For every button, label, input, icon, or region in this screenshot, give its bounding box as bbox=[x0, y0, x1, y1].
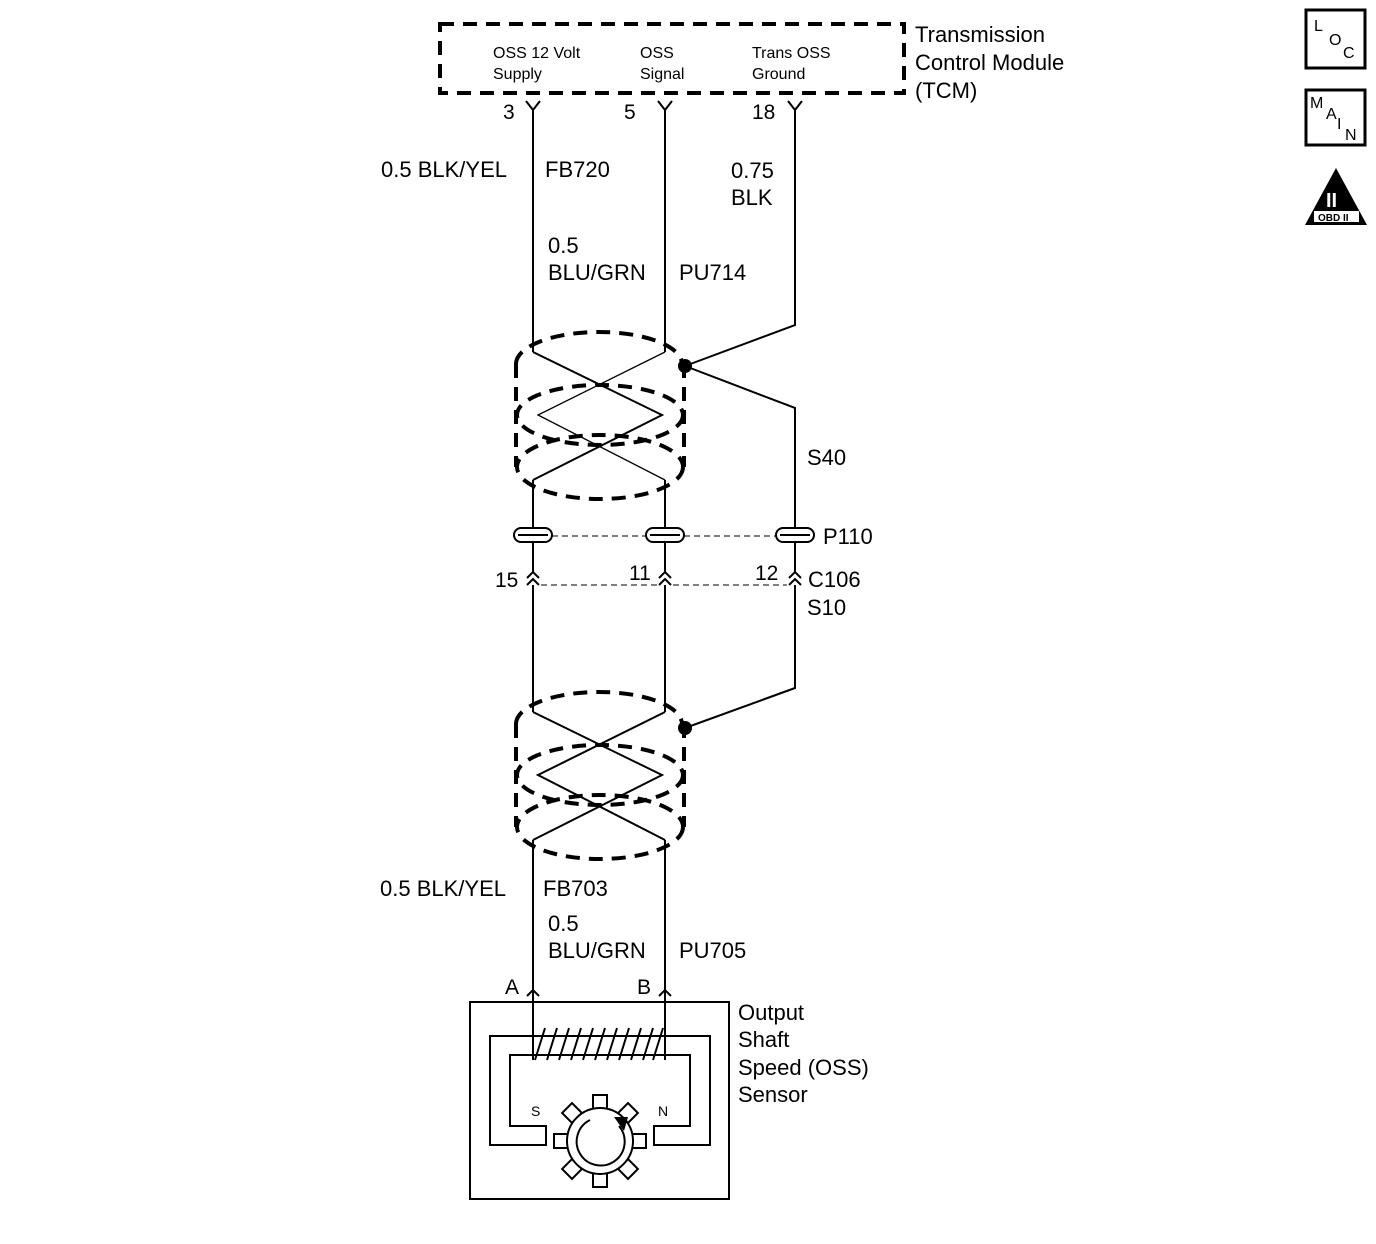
c106-pin-number-11: 11 bbox=[629, 562, 651, 585]
reluctor-tooth bbox=[592, 1094, 608, 1110]
tcm-pin-function-ground-line2: Ground bbox=[752, 66, 805, 83]
tcm-title-line1: Transmission bbox=[915, 22, 1045, 47]
lower-shield bbox=[514, 690, 692, 861]
label-upper-signal-gauge: 0.5 bbox=[548, 233, 579, 258]
loc-icon[interactable]: L O C bbox=[1304, 8, 1367, 70]
upper-shield-top-back bbox=[514, 330, 684, 365]
c106-terminal-15 bbox=[526, 570, 540, 586]
tcm-dashed-outline bbox=[438, 22, 906, 95]
label-splice-s10: S10 bbox=[807, 595, 846, 620]
reluctor-tooth bbox=[553, 1133, 569, 1149]
sensor-pin-a: A bbox=[505, 976, 519, 999]
tcm-pin-function-supply-line2: Supply bbox=[493, 66, 542, 83]
reluctor-tooth bbox=[592, 1172, 608, 1188]
tcm-pin-number-5: 5 bbox=[624, 101, 636, 124]
sensor-title-line4: Sensor bbox=[738, 1082, 808, 1107]
tcm-pin-terminals: 3 5 18 bbox=[503, 100, 803, 124]
lower-shield-top-back bbox=[514, 690, 684, 725]
main-icon-letter-n: N bbox=[1345, 127, 1357, 144]
lower-twist-supply bbox=[532, 711, 665, 841]
tcm-title-line3: (TCM) bbox=[915, 78, 977, 103]
label-lower-supply-gauge-color: 0.5 BLK/YEL bbox=[380, 876, 506, 901]
upper-shield-drain-junction bbox=[678, 359, 692, 373]
label-lower-signal-circuit: PU705 bbox=[679, 938, 746, 963]
obd-ii-icon[interactable]: II OBD II bbox=[1305, 168, 1367, 225]
sensor-title-line2: Shaft bbox=[738, 1027, 789, 1052]
connector-c106: 15 11 12 C106 bbox=[495, 562, 861, 592]
tcm-pin-number-3: 3 bbox=[503, 101, 515, 124]
tcm-pin-function-ground-line1: Trans OSS bbox=[752, 45, 831, 62]
sensor-title-line3: Speed (OSS) bbox=[738, 1055, 869, 1080]
c106-terminal-12 bbox=[788, 570, 802, 586]
c106-pin-number-15: 15 bbox=[495, 569, 518, 592]
loc-icon-letter-l: L bbox=[1314, 18, 1323, 35]
main-icon-frame bbox=[1304, 88, 1367, 147]
sensor-pin-b: B bbox=[637, 976, 651, 999]
sensor-pole-s: S bbox=[531, 1103, 540, 1119]
sensor-title-line1: Output bbox=[738, 1000, 804, 1025]
lower-shield-drain-junction bbox=[678, 721, 692, 735]
obd-ii-caption-band bbox=[1314, 211, 1359, 222]
loc-icon-letter-c: C bbox=[1343, 45, 1355, 62]
loc-icon-letter-o: O bbox=[1329, 32, 1341, 49]
tcm-title-line2: Control Module bbox=[915, 50, 1064, 75]
oss-sensor: A B S N bbox=[469, 976, 869, 1200]
label-upper-signal-color: BLU/GRN bbox=[548, 260, 646, 285]
main-icon-letter-i: I bbox=[1337, 116, 1341, 133]
sensor-magnet-core bbox=[489, 1035, 711, 1146]
sensor-housing bbox=[469, 1001, 730, 1200]
upper-twist-supply bbox=[532, 351, 665, 481]
tcm-terminal-3 bbox=[525, 100, 541, 112]
tcm-pin-function-signal-line1: OSS bbox=[640, 45, 674, 62]
label-upper-ground-gauge: 0.75 bbox=[731, 158, 774, 183]
obd-ii-triangle bbox=[1305, 168, 1367, 225]
sensor-pole-n: N bbox=[658, 1103, 668, 1119]
label-lower-supply-circuit: FB703 bbox=[543, 876, 608, 901]
main-icon[interactable]: M A I N bbox=[1304, 88, 1367, 147]
tcm-terminal-18 bbox=[787, 100, 803, 112]
connector-p110: P110 bbox=[513, 524, 873, 549]
wire-ground-s40 bbox=[684, 365, 796, 528]
sensor-reluctor-wheel bbox=[553, 1094, 647, 1188]
tcm-pin-function-signal-line2: Signal bbox=[640, 66, 684, 83]
label-upper-supply-circuit: FB720 bbox=[545, 157, 610, 182]
upper-shield bbox=[514, 330, 692, 501]
main-icon-letter-m: M bbox=[1310, 95, 1323, 112]
tcm-terminal-5 bbox=[657, 100, 673, 112]
tcm-module: OSS 12 Volt Supply OSS Signal Trans OSS … bbox=[438, 22, 1064, 103]
rotation-arrow-arc bbox=[575, 1119, 626, 1167]
label-upper-supply-gauge-color: 0.5 BLK/YEL bbox=[381, 157, 507, 182]
upper-wires bbox=[532, 110, 796, 528]
label-upper-ground-color: BLK bbox=[731, 185, 773, 210]
upper-twist-signal bbox=[536, 351, 666, 481]
lower-twist-signal bbox=[535, 711, 666, 841]
label-connector-p110: P110 bbox=[823, 524, 873, 549]
wire-ground-upper bbox=[684, 110, 796, 367]
label-connector-c106: C106 bbox=[808, 567, 861, 592]
c106-terminal-11 bbox=[658, 570, 672, 586]
main-icon-letter-a: A bbox=[1326, 106, 1337, 123]
lower-wires bbox=[532, 585, 796, 729]
c106-pin-number-12: 12 bbox=[755, 562, 778, 585]
loc-icon-frame bbox=[1304, 8, 1367, 70]
label-lower-signal-gauge: 0.5 bbox=[548, 911, 579, 936]
reluctor-tooth bbox=[631, 1133, 647, 1149]
obd-ii-numeral: II bbox=[1326, 190, 1337, 212]
tcm-pin-function-supply-line1: OSS 12 Volt bbox=[493, 45, 581, 62]
obd-ii-caption: OBD II bbox=[1318, 213, 1349, 224]
label-splice-s40: S40 bbox=[807, 445, 846, 470]
wire-ground-s10 bbox=[684, 585, 796, 729]
rotation-arrow-head bbox=[614, 1117, 628, 1131]
tcm-pin-number-18: 18 bbox=[752, 101, 775, 124]
label-lower-signal-color: BLU/GRN bbox=[548, 938, 646, 963]
label-upper-signal-circuit: PU714 bbox=[679, 260, 746, 285]
